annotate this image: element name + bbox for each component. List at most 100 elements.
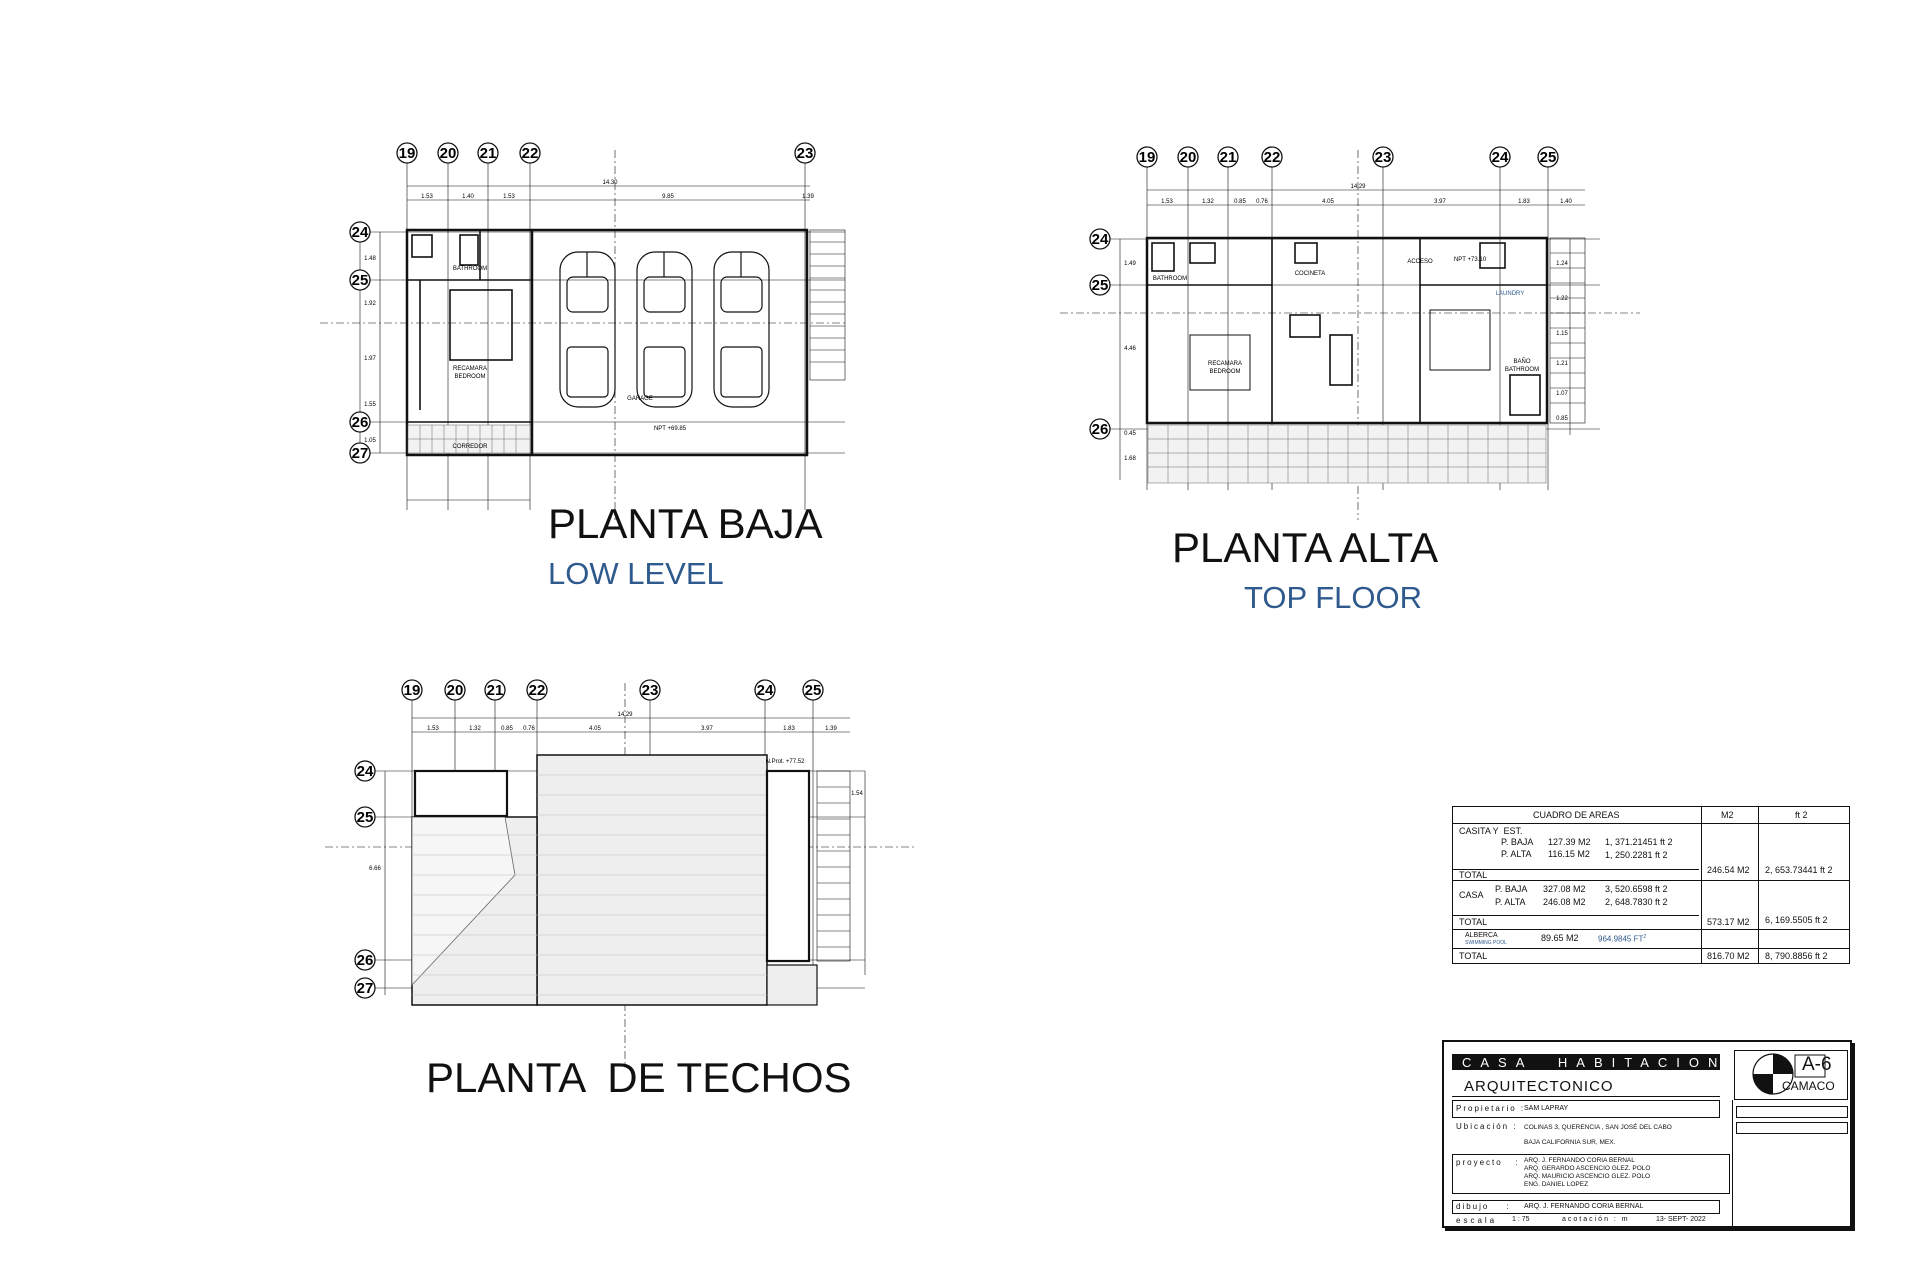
pool-sublabel: SWIMMING POOL	[1465, 940, 1507, 946]
discipline-underline	[1452, 1096, 1720, 1097]
room-label: BATHROOM	[1153, 276, 1187, 282]
dimension: 1.49	[1124, 261, 1136, 267]
axis-label: 21	[487, 682, 504, 699]
plan-low-level-drawing: 19 20 21 22 23 24 25 26 27 1.53 1.40 1.5…	[320, 142, 846, 520]
dimension: 3.97	[701, 726, 713, 732]
dimension: 1.39	[825, 726, 837, 732]
location-label: Ubicación :	[1456, 1122, 1518, 1131]
project-type: CASA HABITACION	[1462, 1055, 1727, 1070]
casa-row-name: P. BAJA	[1495, 884, 1528, 894]
room-label: BATHROOM	[1505, 367, 1539, 373]
room-label: COCINETA	[1295, 271, 1326, 277]
casita-total-m2: 246.54 M2	[1707, 865, 1750, 875]
axis-label: 19	[399, 145, 416, 162]
dimension-overall: 14.29	[1350, 184, 1366, 190]
dimension: 6.66	[369, 866, 381, 872]
area-table-col-m2: M2	[1721, 810, 1734, 820]
casita-total-label: TOTAL	[1459, 870, 1488, 880]
pool-ft2: 964.9845 FT2	[1598, 934, 1646, 944]
dimension: 1.83	[1518, 199, 1530, 205]
dimension-overall: 14.29	[617, 712, 633, 718]
plan-roof-title: PLANTA DE TECHOS	[426, 1054, 852, 1101]
plan-roof-drawing: 19 20 21 22 23 24 25 24 25 26 27 1.53 1.…	[325, 679, 915, 1065]
casa-total-ft2: 6, 169.5505 ft 2	[1765, 915, 1828, 925]
dimension: 1.22	[1556, 296, 1568, 302]
location-line-1: COLINAS 3, QUERENCIA , SAN JOSÉ DEL CABO	[1524, 1124, 1672, 1131]
casa-row-ft2: 3, 520.6598 ft 2	[1605, 884, 1668, 894]
plan-low-title: PLANTA BAJA	[548, 500, 823, 547]
grand-total-ft2: 8, 790.8856 ft 2	[1765, 951, 1828, 961]
casita-total-ft2: 2, 653.73441 ft 2	[1765, 865, 1833, 875]
axis-label: 22	[529, 682, 546, 699]
room-label: ACCESO	[1407, 259, 1433, 265]
axis-label: 25	[1092, 277, 1109, 294]
axis-label: 23	[642, 682, 659, 699]
team-member: ARQ. J. FERNANDO CORIA BERNAL	[1524, 1157, 1635, 1164]
axis-label: 23	[797, 145, 814, 162]
dimension: 1.48	[364, 256, 376, 262]
casita-label: CASITA Y EST.	[1459, 826, 1523, 836]
pool-ft2-value: 964.9845 FT	[1598, 934, 1644, 944]
room-label: LAUNDRY	[1496, 291, 1525, 297]
dimension: 0.45	[1124, 431, 1136, 437]
dimension: 1.05	[364, 438, 376, 444]
area-table-header: CUADRO DE AREAS	[1533, 810, 1620, 820]
axis-label: 26	[352, 414, 369, 431]
axis-label: 26	[357, 952, 374, 969]
sheet-number: A-6	[1802, 1054, 1832, 1075]
owner-value: SAM LAPRAY	[1524, 1105, 1569, 1112]
dimension: 1.39	[802, 194, 814, 200]
level-label: N.Prot. +77.52	[766, 759, 806, 765]
title-block: CASA HABITACION ARQUITECTONICO A-6 CAMAC…	[1442, 1040, 1852, 1228]
dimension: 3.97	[1434, 199, 1446, 205]
room-label: BEDROOM	[1209, 369, 1240, 375]
axis-label: 20	[440, 145, 457, 162]
logo-text: CAMACO	[1782, 1079, 1835, 1093]
dimension: 0.85	[501, 726, 513, 732]
dimension: 1.07	[1556, 391, 1568, 397]
scale-label: escala	[1456, 1216, 1498, 1225]
title-block-header-bar	[1452, 1054, 1720, 1070]
dimension: 0.85	[1556, 416, 1568, 422]
axis-label: 19	[404, 682, 421, 699]
room-label: BAÑO	[1513, 358, 1530, 365]
plan-top-subtitle: TOP FLOOR	[1244, 580, 1423, 615]
axis-label: 21	[1220, 149, 1237, 166]
axis-label: 24	[352, 224, 369, 241]
axis-label: 22	[1264, 149, 1281, 166]
owner-box	[1452, 1100, 1720, 1118]
casita-row-ft2: 1, 250.2281 ft 2	[1605, 850, 1668, 860]
dimension: 1.53	[421, 194, 433, 200]
casa-total-m2: 573.17 M2	[1707, 917, 1750, 927]
owner-label: Propietario :	[1456, 1104, 1526, 1113]
axis-label: 27	[357, 980, 374, 997]
dimension-overall: 14.30	[602, 180, 618, 186]
dimension: 4.05	[589, 726, 601, 732]
team-box	[1452, 1154, 1730, 1194]
logo-icon	[1752, 1053, 1826, 1095]
plan-top-floor-drawing: 19 20 21 22 23 24 25 24 25 26 1.53 1.32 …	[1060, 146, 1640, 520]
axis-label: 25	[357, 809, 374, 826]
plan-low-level: 19 20 21 22 23 24 25 26 27 1.53 1.40 1.5…	[300, 130, 860, 520]
drawing-box	[1452, 1200, 1720, 1214]
casita-row-m2: 127.39 M2	[1548, 837, 1591, 847]
axis-label: 25	[352, 272, 369, 289]
plan-low-subtitle: LOW LEVEL	[548, 556, 724, 591]
scale-value: 1 : 75	[1512, 1216, 1530, 1223]
plan-top-floor: 19 20 21 22 23 24 25 24 25 26 1.53 1.32 …	[1040, 135, 1660, 530]
axis-label: 22	[522, 145, 539, 162]
dimension: 4.46	[1124, 346, 1136, 352]
plan-top-title: PLANTA ALTA	[1172, 524, 1439, 571]
area-table-col-ft2: ft 2	[1795, 810, 1808, 820]
dimension: 1.55	[364, 402, 376, 408]
axis-label: 27	[352, 445, 369, 462]
car-icons	[559, 251, 770, 408]
dimension: 1.32	[1202, 199, 1214, 205]
grand-total-label: TOTAL	[1459, 951, 1488, 961]
discipline: ARQUITECTONICO	[1464, 1078, 1614, 1095]
location-line-2: BAJA CALIFORNIA SUR, MEX.	[1524, 1139, 1616, 1146]
revision-row	[1736, 1122, 1848, 1134]
dimension: 1.15	[1556, 331, 1568, 337]
axis-label: 26	[1092, 421, 1109, 438]
casita-row-name: P. BAJA	[1501, 837, 1534, 847]
